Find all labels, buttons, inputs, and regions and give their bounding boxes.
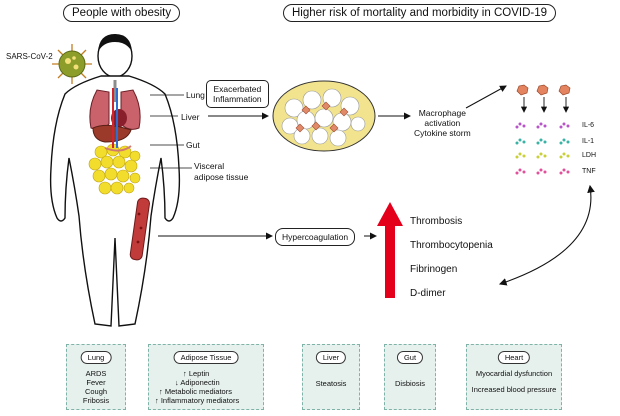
panel-lung-line: Fever xyxy=(86,378,106,387)
header-people-with-obesity: People with obesity xyxy=(63,4,181,22)
panel-heart-line: Increased blood pressure xyxy=(471,385,557,394)
down-arrow-icon: ↓ xyxy=(175,378,181,387)
panel-adipose-leptin: Leptin xyxy=(188,369,210,378)
panel-gut-line: Disbiosis xyxy=(394,379,425,388)
panel-lung-line: Fribosis xyxy=(82,396,110,405)
panel-liver: Liver Steatosis xyxy=(302,344,360,410)
up-arrow-icon: ↑ xyxy=(183,369,189,378)
cytokine-storm-line: Cytokine storm xyxy=(414,128,471,138)
marker-ldh: LDH xyxy=(582,152,597,159)
organ-label-liver: Liver xyxy=(181,112,200,122)
panel-heart-line: Myocardial dysfunction xyxy=(475,369,553,378)
panel-adipose-line: ↑ Inflammatory mediators xyxy=(155,396,263,405)
panel-lung-line: Cough xyxy=(84,387,108,396)
risk-d-dimer: D-dimer xyxy=(410,288,446,299)
panel-adipose-adiponectin: Adiponectin xyxy=(180,378,220,387)
virus-icon xyxy=(52,44,92,84)
panel-adipose-title: Adipose Tissue xyxy=(173,351,239,364)
organ-label-gut: Gut xyxy=(186,140,200,150)
panel-lung: Lung ARDS Fever Cough Fribosis xyxy=(66,344,126,410)
panel-adipose-inflammatory: Inflammatory mediators xyxy=(160,396,240,405)
panel-liver-line: Steatosis xyxy=(315,379,347,388)
cytokine-dot-grid xyxy=(515,122,570,175)
up-arrow-icon: ↑ xyxy=(155,396,161,405)
panel-lung-line: ARDS xyxy=(85,369,107,378)
panel-adipose-metabolic: Metabolic mediators xyxy=(164,387,232,396)
header-covid-risk: Higher risk of mortality and morbidity i… xyxy=(283,4,556,22)
macrophage-icons xyxy=(516,84,571,96)
marker-il6: IL-6 xyxy=(582,122,595,129)
inflamed-adipocyte-cluster xyxy=(272,80,376,152)
panel-gut: Gut Disbiosis xyxy=(384,344,436,410)
organ-label-visceral-adipose: Visceral adipose tissue xyxy=(194,161,249,182)
panel-liver-title: Liver xyxy=(315,351,347,364)
panel-heart-title: Heart xyxy=(497,351,531,364)
panel-heart: Heart Myocardial dysfunction Increased b… xyxy=(466,344,562,410)
panel-adipose-line: ↓ Adiponectin xyxy=(175,378,263,387)
panel-adipose-line: ↑ Metabolic mediators xyxy=(159,387,263,396)
marker-tnf: TNF xyxy=(582,168,596,175)
macrophage-line-1: Macrophage xyxy=(418,108,466,118)
organ-label-lung: Lung xyxy=(186,90,205,100)
panel-lung-title: Lung xyxy=(80,351,112,364)
virus-label: SARS-CoV-2 xyxy=(6,52,53,61)
risk-thrombosis: Thrombosis xyxy=(410,216,463,227)
up-arrow-icon: ↑ xyxy=(159,387,165,396)
exacerbated-inflammation-box: Exacerbated Inflammation xyxy=(206,80,269,108)
risk-thrombocytopenia: Thrombocytopenia xyxy=(410,240,493,251)
marker-il1: IL-1 xyxy=(582,138,595,145)
macrophage-line-2: activation xyxy=(424,118,461,128)
red-increase-arrow xyxy=(377,202,403,298)
risk-fibrinogen: Fibrinogen xyxy=(410,264,458,275)
obese-body-figure xyxy=(49,34,181,327)
panel-adipose-line: ↑ Leptin xyxy=(183,369,263,378)
macrophage-text: Macrophage activation Cytokine storm xyxy=(414,108,471,138)
panel-gut-title: Gut xyxy=(396,351,424,364)
hypercoagulation-box: Hypercoagulation xyxy=(275,228,356,246)
panel-adipose-tissue: Adipose Tissue ↑ Leptin ↓ Adiponectin ↑ … xyxy=(148,344,264,410)
